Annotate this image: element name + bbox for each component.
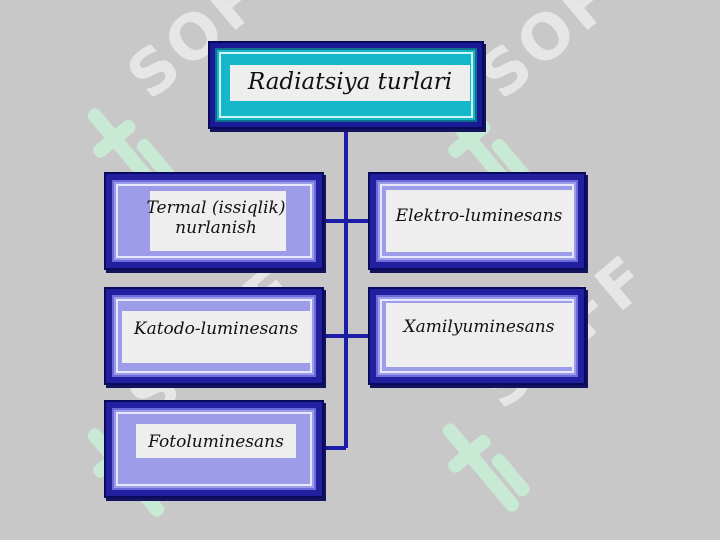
node-katodo: Katodo-luminesans bbox=[104, 287, 324, 385]
node-foto-label: Fotoluminesans bbox=[148, 432, 284, 452]
node-xamily: Xamilyuminesans bbox=[368, 287, 586, 385]
root-node: Radiatsiya turlari bbox=[208, 41, 484, 129]
node-termal-label: Termal (issiqlik) nurlanish bbox=[146, 198, 286, 239]
node-foto: Fotoluminesans bbox=[104, 400, 324, 498]
root-node-label: Radiatsiya turlari bbox=[247, 69, 453, 95]
node-termal: Termal (issiqlik) nurlanish bbox=[104, 172, 324, 270]
node-elektro: Elektro-luminesans bbox=[368, 172, 586, 270]
node-elektro-label: Elektro-luminesans bbox=[395, 206, 563, 226]
node-xamily-label: Xamilyuminesans bbox=[403, 317, 555, 337]
node-katodo-label: Katodo-luminesans bbox=[133, 319, 299, 339]
